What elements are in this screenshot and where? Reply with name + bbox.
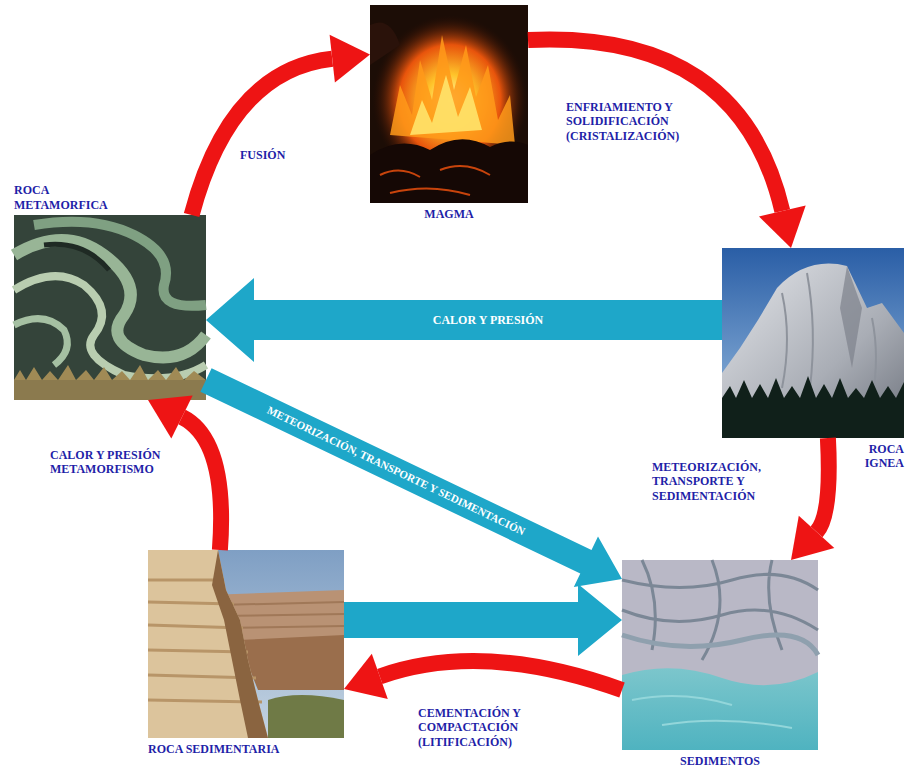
sedimentary-photo: [148, 550, 344, 738]
cycle-arrow: [528, 39, 806, 248]
process-label: METEORIZACIÓN, TRANSPORTE Y SEDIMENTACIÓ…: [265, 405, 526, 538]
stage-label: MAGMA: [370, 207, 528, 221]
magma-photo: [370, 5, 528, 203]
process-label: CALOR Y PRESIÓN METAMORFISMO: [50, 448, 190, 477]
rock-stage-node: ROCA SEDIMENTARIA: [148, 550, 344, 738]
process-label: ENFRIAMIENTO Y SOLIDIFICACIÓN (CRISTALIZ…: [566, 100, 716, 143]
rock-stage-node: MAGMA: [370, 5, 528, 203]
cycle-arrow: [791, 438, 834, 560]
process-label: CALOR Y PRESIÓN: [433, 314, 543, 326]
stage-label: ROCA SEDIMENTARIA: [148, 742, 344, 756]
stage-label: SEDIMENTOS: [622, 754, 818, 768]
rock-stage-node: ROCA IGNEA: [722, 248, 904, 438]
rock-stage-node: SEDIMENTOS: [622, 560, 818, 750]
shortcut-arrow: [200, 368, 622, 587]
cycle-arrow: [148, 396, 221, 551]
process-label: CEMENTACIÓN Y COMPACTACIÓN (LITIFICACIÓN…: [418, 706, 568, 749]
stage-label: ROCA IGNEA: [842, 442, 904, 471]
cycle-arrow: [192, 35, 370, 215]
shortcut-arrow: [344, 584, 622, 656]
sediments-photo: [622, 560, 818, 750]
shortcut-arrow: [206, 278, 722, 362]
metamorphic-photo: [14, 215, 206, 400]
process-label: FUSIÓN: [240, 148, 320, 162]
rock-stage-node: ROCA METAMORFICA: [14, 215, 206, 400]
stage-label: ROCA METAMORFICA: [14, 183, 126, 212]
cycle-arrow: [344, 654, 622, 699]
process-label: METEORIZACIÓN, TRANSPORTE Y SEDIMENTACIÓ…: [652, 460, 802, 503]
igneous-photo: [722, 248, 904, 438]
